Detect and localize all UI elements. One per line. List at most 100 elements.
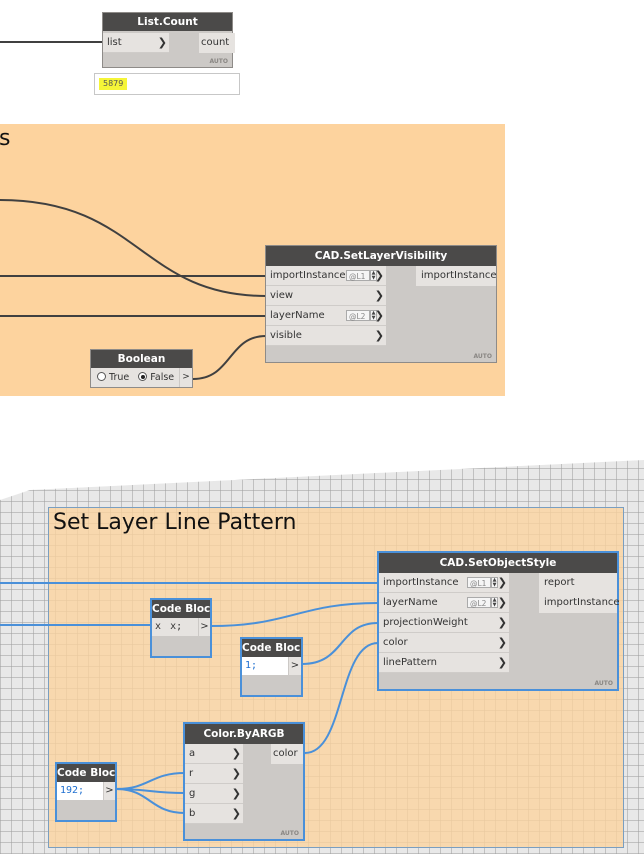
radio-true[interactable] — [97, 372, 106, 381]
wire-192-to-b — [115, 788, 186, 814]
port-label: a — [189, 748, 196, 759]
lacing-auto-label: AUTO — [209, 58, 228, 65]
level-field[interactable]: @L2 — [346, 310, 370, 321]
output-port[interactable]: > — [199, 618, 210, 636]
node-title: CAD.SetObjectStyle — [379, 553, 617, 573]
chevron-right-icon: ❯ — [374, 329, 384, 342]
port-label: report — [544, 577, 575, 588]
input-port-r[interactable]: r ❯ — [185, 764, 243, 784]
chevron-right-icon: ❯ — [497, 636, 507, 649]
port-label: visible — [270, 330, 302, 341]
chevron-right-icon: ❯ — [157, 36, 167, 49]
input-port-b[interactable]: b ❯ — [185, 804, 243, 824]
input-port-a[interactable]: a ❯ — [185, 744, 243, 764]
chevron-right-icon: ❯ — [374, 309, 384, 322]
output-port-import-instance[interactable]: importInstance — [416, 266, 497, 286]
level-spinner-icon[interactable]: ▲▼ — [370, 270, 377, 281]
chevron-right-icon: ❯ — [231, 747, 241, 760]
wire-192-to-r — [115, 772, 186, 790]
port-label: view — [270, 290, 294, 301]
wire-codex-to-layername — [210, 602, 379, 627]
lacing-auto-label: AUTO — [280, 830, 299, 837]
wire-curve-to-view — [0, 199, 267, 297]
input-port-color[interactable]: color ❯ — [379, 633, 509, 653]
chevron-right-icon: ❯ — [231, 807, 241, 820]
level-field[interactable]: @L2 — [467, 597, 491, 608]
node-cad-set-layer-visibility[interactable]: CAD.SetLayerVisibility importInstance @L… — [265, 245, 497, 363]
port-label: list — [107, 37, 122, 48]
input-port-layer-name[interactable]: layerName @L2 ▲▼ ❯ — [379, 593, 509, 613]
node-list-count[interactable]: List.Count list ❯ count AUTO — [102, 12, 235, 68]
node-boolean[interactable]: Boolean True False > — [90, 349, 193, 388]
input-port-import-instance[interactable]: importInstance @L1 ▲▼ ❯ — [266, 266, 386, 286]
output-port[interactable]: > — [289, 657, 301, 675]
input-port-projection-weight[interactable]: projectionWeight ❯ — [379, 613, 509, 633]
lacing-auto-label: AUTO — [473, 353, 492, 360]
node-cad-set-object-style[interactable]: CAD.SetObjectStyle importInstance @L1 ▲▼… — [377, 551, 620, 691]
chevron-right-icon: ❯ — [374, 289, 384, 302]
node-title: List.Count — [103, 13, 232, 31]
port-label: importInstance — [383, 577, 459, 588]
chevron-right-icon: ❯ — [497, 576, 507, 589]
port-label: projectionWeight — [383, 617, 468, 628]
level-spinner-icon[interactable]: ▲▼ — [491, 597, 498, 608]
level-spinner-icon[interactable]: ▲▼ — [370, 310, 377, 321]
level-field[interactable]: @L1 — [467, 577, 491, 588]
chevron-right-icon: ❯ — [231, 767, 241, 780]
port-label: g — [189, 788, 196, 799]
node-code-block-192[interactable]: Code Block 192; > — [55, 762, 117, 822]
node-preview-bubble: 5879 — [94, 73, 240, 95]
output-port-report[interactable]: report — [539, 573, 617, 593]
lacing-auto-label: AUTO — [594, 680, 613, 687]
chevron-right-icon: ❯ — [231, 787, 241, 800]
chevron-right-icon: ❯ — [497, 616, 507, 629]
input-port-line-pattern[interactable]: linePattern ❯ — [379, 653, 509, 673]
output-port-import-instance[interactable]: importInstance — [539, 593, 620, 613]
port-label: importInstance — [544, 597, 620, 608]
node-title: Color.ByARGB — [185, 724, 303, 744]
group-title-fragment: s — [0, 126, 11, 151]
radio-false-label: False — [150, 372, 175, 383]
node-code-block-1[interactable]: Code Block 1; > — [240, 637, 303, 697]
preview-value: 5879 — [99, 78, 128, 90]
code-text: 1; — [245, 660, 258, 671]
node-title: Boolean — [91, 350, 192, 368]
port-label: color — [383, 637, 408, 648]
output-port-color[interactable]: color — [271, 744, 303, 764]
group-title: Set Layer Line Pattern — [53, 510, 297, 535]
wire-code1-to-projweight — [301, 622, 379, 665]
node-code-block-x[interactable]: Code Block x x; > — [150, 598, 212, 658]
code-text: 192; — [60, 785, 85, 796]
code-editor[interactable]: 1; — [242, 657, 288, 675]
port-label: count — [201, 37, 230, 48]
output-port[interactable]: > — [104, 782, 115, 800]
chevron-right-icon: ❯ — [374, 269, 384, 282]
port-label: importInstance — [270, 270, 346, 281]
node-title: Code Block — [152, 600, 210, 618]
input-port-layer-name[interactable]: layerName @L2 ▲▼ ❯ — [266, 306, 386, 326]
code-editor[interactable]: x x; — [152, 618, 198, 636]
port-label: b — [189, 808, 196, 819]
node-title: Code Block — [57, 764, 115, 782]
port-label: importInstance — [421, 270, 497, 281]
input-port-g[interactable]: g ❯ — [185, 784, 243, 804]
output-port[interactable]: > — [180, 368, 192, 387]
output-port-count[interactable]: count — [199, 33, 235, 53]
port-label: layerName — [270, 310, 325, 321]
level-spinner-icon[interactable]: ▲▼ — [491, 577, 498, 588]
port-label: r — [189, 768, 194, 779]
chevron-right-icon: ❯ — [497, 596, 507, 609]
node-color-by-argb[interactable]: Color.ByARGB a ❯ r ❯ g ❯ b ❯ color AUTO — [183, 722, 305, 841]
code-editor[interactable]: 192; — [57, 782, 103, 800]
node-title: CAD.SetLayerVisibility — [266, 246, 496, 266]
input-port-view[interactable]: view ❯ — [266, 286, 386, 306]
code-prefix: x — [155, 621, 162, 632]
level-field[interactable]: @L1 — [346, 270, 370, 281]
code-text: x; — [170, 621, 183, 632]
input-port-import-instance[interactable]: importInstance @L1 ▲▼ ❯ — [379, 573, 509, 593]
input-port-visible[interactable]: visible ❯ — [266, 326, 386, 346]
input-port-list[interactable]: list ❯ — [103, 33, 169, 53]
radio-false[interactable] — [138, 372, 148, 381]
